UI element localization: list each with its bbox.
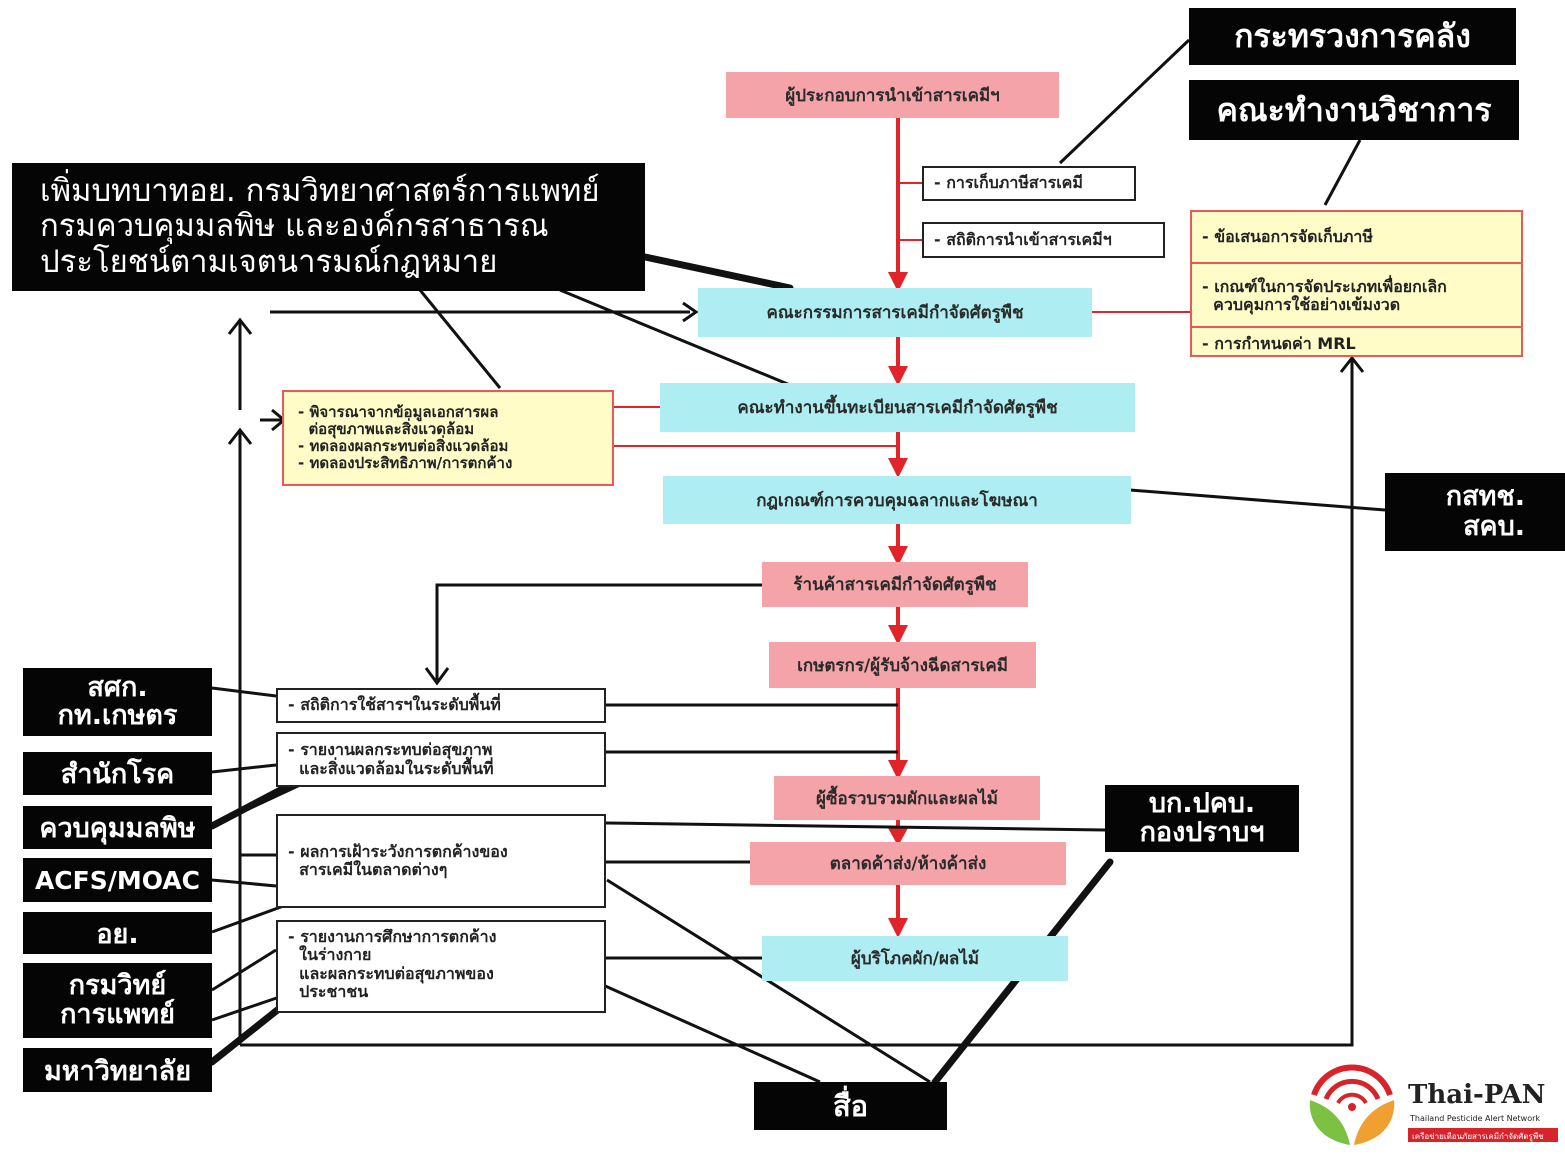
thai-pan-emblem-icon: Thai-PAN Thailand Pesticide Alert Networ…: [1309, 1064, 1558, 1145]
proposal-mrl-row: - การกำหนดค่า MRL: [1192, 330, 1521, 357]
disease-dept-label: สำนักโรค: [60, 759, 175, 790]
add-role-line: ประโยชน์ตามเจตนารมณ์กฎหมาย: [40, 243, 498, 280]
farmer-label: เกษตรกร/ผู้รับจ้างฉีดสารเคมี: [797, 655, 1008, 676]
registration-team-label: คณะทำงานขึ้นทะเบียนสารเคมีกำจัดศัตรูพืช: [737, 398, 1058, 418]
import-stats-label: - สถิติการนำเข้าสารเคมีฯ: [934, 229, 1112, 249]
thai-pan-logo: Thai-PAN Thailand Pesticide Alert Networ…: [1300, 1055, 1565, 1150]
moac-label: กท.เกษตร: [57, 700, 178, 731]
oae-label-box: สศก. กท.เกษตร: [23, 668, 212, 736]
disease-dept-label-box: สำนักโรค: [23, 752, 212, 795]
academic-team-label-box: คณะทำงานวิชาการ: [1189, 80, 1519, 140]
shop-label: ร้านค้าสารเคมีกำจัดศัตรูพืช: [793, 575, 997, 595]
acfs-label: ACFS/MOAC: [34, 865, 201, 895]
tax-collection-label: - การเก็บภาษีสารเคมี: [934, 173, 1083, 192]
acfs-label-box: ACFS/MOAC: [23, 858, 212, 902]
importer-box: ผู้ประกอบการนำเข้าสารเคมีฯ: [726, 72, 1059, 118]
consider-line: - ทดลองประสิทธิภาพ/การตกค้าง: [298, 454, 513, 473]
media-label-box: สื่อ: [754, 1082, 947, 1130]
farmer-box: เกษตรกร/ผู้รับจ้างฉีดสารเคมี: [769, 642, 1036, 688]
tax-collection-box: - การเก็บภาษีสารเคมี: [922, 166, 1136, 201]
treasury-label-box: กระทรวงการคลัง: [1189, 8, 1516, 65]
police-line: กองปราบฯ: [1139, 816, 1265, 848]
pollution-control-label-box: ควบคุมมลพิษ: [23, 806, 212, 849]
logo-subtitle: Thailand Pesticide Alert Network: [1409, 1114, 1540, 1123]
residue-line: - ผลการเฝ้าระวังการตกค้างของ: [288, 841, 508, 861]
label-rules-box: กฎเกณฑ์การควบคุมฉลากและโฆษณา: [663, 476, 1131, 524]
logo-tagline: เครือข่ายเตือนภัยสารเคมีกำจัดศัตรูพืช: [1412, 1132, 1544, 1142]
body-line: และผลกระทบต่อสุขภาพของ: [288, 963, 494, 983]
market-box: ตลาดค้าส่ง/ห้างค้าส่ง: [750, 842, 1066, 885]
nbtc-label: กสทช.: [1445, 481, 1525, 513]
body-residue-box: - รายงานการศึกษาการตกค้าง ในร่างกาย และผ…: [276, 920, 606, 1013]
proposal-criteria-line: ควบคุมการใช้อย่างเข้มงวด: [1202, 295, 1401, 314]
media-label: สื่อ: [832, 1089, 869, 1123]
body-line: ในร่างกาย: [288, 945, 372, 965]
usage-stats-box: - สถิติการใช้สารฯในระดับพื้นที่: [276, 688, 606, 723]
proposal-mrl-label: - การกำหนดค่า MRL: [1202, 333, 1356, 353]
dmsc-label-box: กรมวิทย์ การแพทย์: [23, 963, 212, 1038]
pesticide-committee-box: คณะกรรมการสารเคมีกำจัดศัตรูพืช: [698, 288, 1092, 337]
dmsc-line: กรมวิทย์: [68, 970, 167, 1002]
academic-team-label: คณะทำงานวิชาการ: [1216, 90, 1492, 129]
ocpb-label: สคบ.: [1463, 511, 1525, 542]
consumer-box: ผู้บริโภคผัก/ผลไม้: [762, 936, 1068, 981]
university-label: มหาวิทยาลัย: [43, 1055, 192, 1087]
usage-stats-label: - สถิติการใช้สารฯในระดับพื้นที่: [288, 695, 501, 714]
collector-box: ผู้ซื้อรวบรวมผักและผลไม้: [774, 776, 1040, 820]
proposal-tax-row: - ข้อเสนอการจัดเก็บภาษี: [1192, 212, 1521, 264]
impact-line: - รายงานผลกระทบต่อสุขภาพ: [288, 740, 493, 760]
proposal-tax-label: - ข้อเสนอการจัดเก็บภาษี: [1202, 227, 1373, 247]
fda-label-box: อย.: [23, 912, 212, 954]
consumer-label: ผู้บริโภคผัก/ผลไม้: [850, 949, 980, 969]
body-line: ประชาชน: [288, 982, 369, 1002]
nbtc-ocpb-label-box: กสทช. สคบ.: [1385, 473, 1565, 551]
add-role-line: กรมควบคุมมลพิษ และองค์กรสาธารณ: [40, 208, 549, 245]
impact-line: และสิ่งแวดล้อมในระดับพื้นที่: [288, 758, 494, 778]
university-label-box: มหาวิทยาลัย: [23, 1048, 212, 1092]
consider-line: ต่อสุขภาพและสิ่งแวดล้อม: [298, 419, 475, 438]
pesticide-committee-label: คณะกรรมการสารเคมีกำจัดศัตรูพืช: [766, 303, 1024, 323]
import-stats-box: - สถิติการนำเข้าสารเคมีฯ: [922, 222, 1165, 258]
consider-line: - ทดลองผลกระทบต่อสิ่งแวดล้อม: [298, 437, 509, 455]
police-line: บก.ปคบ.: [1148, 788, 1256, 820]
importer-label: ผู้ประกอบการนำเข้าสารเคมีฯ: [785, 85, 1000, 106]
collector-label: ผู้ซื้อรวบรวมผักและผลไม้: [816, 788, 998, 809]
registration-team-box: คณะทำงานขึ้นทะเบียนสารเคมีกำจัดศัตรูพืช: [660, 383, 1135, 432]
fda-label: อย.: [96, 918, 139, 950]
treasury-label: กระทรวงการคลัง: [1234, 17, 1471, 55]
add-role-label-box: เพิ่มบทบาทอย. กรมวิทยาศาสตร์การแพทย์ กรม…: [12, 163, 645, 291]
proposal-criteria-row: - เกณฑ์ในการจัดประเภทเพื่อยกเลิก ควบคุมก…: [1192, 266, 1521, 328]
residue-surveillance-box: - ผลการเฝ้าระวังการตกค้างของ สารเคมีในตล…: [276, 814, 606, 908]
label-rules-label: กฎเกณฑ์การควบคุมฉลากและโฆษณา: [756, 490, 1038, 511]
market-label: ตลาดค้าส่ง/ห้างค้าส่ง: [829, 854, 987, 874]
shop-box: ร้านค้าสารเคมีกำจัดศัตรูพืช: [762, 562, 1028, 607]
police-label-box: บก.ปคบ. กองปราบฯ: [1105, 785, 1299, 852]
proposals-box: - ข้อเสนอการจัดเก็บภาษี - เกณฑ์ในการจัดป…: [1190, 210, 1523, 357]
impact-report-box: - รายงานผลกระทบต่อสุขภาพ และสิ่งแวดล้อมใ…: [276, 732, 606, 787]
logo-name: Thai-PAN: [1408, 1080, 1545, 1110]
residue-line: สารเคมีในตลาดต่างๆ: [288, 860, 448, 879]
body-line: - รายงานการศึกษาการตกค้าง: [288, 927, 497, 946]
oae-label: สศก.: [87, 671, 148, 703]
proposal-criteria-line: - เกณฑ์ในการจัดประเภทเพื่อยกเลิก: [1202, 277, 1447, 297]
dmsc-line: การแพทย์: [60, 998, 175, 1030]
add-role-line: เพิ่มบทบาทอย. กรมวิทยาศาสตร์การแพทย์: [40, 172, 600, 209]
pollution-control-label: ควบคุมมลพิษ: [39, 813, 196, 844]
consider-line: - พิจารณาจากข้อมูลเอกสารผล: [298, 402, 499, 421]
consideration-box: - พิจารณาจากข้อมูลเอกสารผล ต่อสุขภาพและส…: [282, 390, 614, 486]
